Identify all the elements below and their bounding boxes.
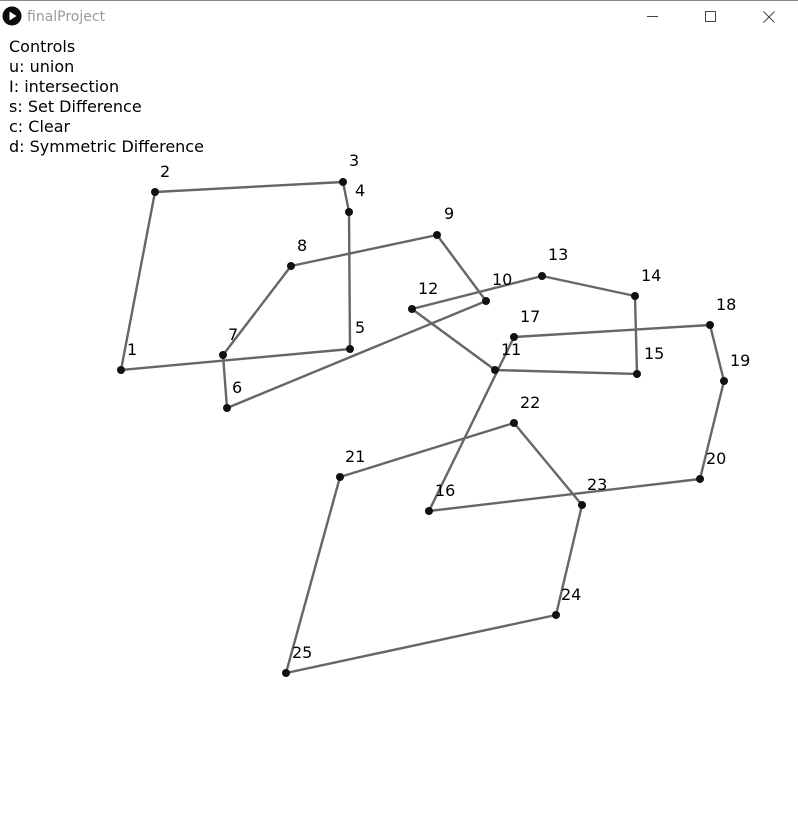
- vertex-14[interactable]: [631, 292, 639, 300]
- vertex-25[interactable]: [282, 669, 290, 677]
- vertex-5[interactable]: [346, 345, 354, 353]
- controls-heading: Controls: [9, 37, 76, 56]
- vertex-label-12: 12: [418, 279, 438, 298]
- controls-legend: Controls u: union I: intersection s: Set…: [9, 37, 204, 157]
- vertex-21[interactable]: [336, 473, 344, 481]
- vertex-6[interactable]: [223, 404, 231, 412]
- vertex-23[interactable]: [578, 501, 586, 509]
- vertex-label-6: 6: [232, 378, 242, 397]
- vertex-9[interactable]: [433, 231, 441, 239]
- control-intersection: I: intersection: [9, 77, 120, 96]
- vertex-label-17: 17: [520, 307, 540, 326]
- polygon-2: [221, 233, 488, 410]
- vertex-18[interactable]: [706, 321, 714, 329]
- vertex-12[interactable]: [408, 305, 416, 313]
- control-set-difference: s: Set Difference: [9, 97, 142, 116]
- vertex-22[interactable]: [510, 419, 518, 427]
- vertex-7[interactable]: [219, 351, 227, 359]
- polygon-1: [119, 180, 352, 372]
- vertex-label-2: 2: [160, 162, 170, 181]
- close-button[interactable]: [740, 1, 798, 32]
- vertex-24[interactable]: [552, 611, 560, 619]
- vertex-8[interactable]: [287, 262, 295, 270]
- play-icon: [2, 6, 22, 26]
- polygon-layer[interactable]: 1234567891011121314151617181920212223242…: [0, 32, 798, 831]
- vertex-label-21: 21: [345, 447, 365, 466]
- vertex-20[interactable]: [696, 475, 704, 483]
- polygon-5: [284, 421, 584, 675]
- control-union: u: union: [9, 57, 75, 76]
- vertex-label-24: 24: [561, 585, 581, 604]
- vertex-3[interactable]: [339, 178, 347, 186]
- polygon-4: [427, 323, 726, 513]
- vertex-1[interactable]: [117, 366, 125, 374]
- vertex-label-19: 19: [730, 351, 750, 370]
- vertex-label-25: 25: [292, 643, 312, 662]
- vertex-label-13: 13: [548, 245, 568, 264]
- vertex-label-10: 10: [492, 270, 512, 289]
- vertex-label-5: 5: [355, 318, 365, 337]
- vertex-label-23: 23: [587, 475, 607, 494]
- maximize-icon: [705, 11, 716, 22]
- vertex-label-22: 22: [520, 393, 540, 412]
- control-clear: c: Clear: [9, 117, 71, 136]
- close-icon: [763, 11, 775, 23]
- minimize-icon: [647, 16, 658, 17]
- vertex-11[interactable]: [491, 366, 499, 374]
- drawing-canvas[interactable]: Controls u: union I: intersection s: Set…: [0, 32, 798, 831]
- vertex-label-15: 15: [644, 344, 664, 363]
- vertex-label-3: 3: [349, 151, 359, 170]
- window-title: finalProject: [27, 9, 106, 25]
- polygon-3: [410, 274, 639, 376]
- vertex-label-16: 16: [435, 481, 455, 500]
- vertex-4[interactable]: [345, 208, 353, 216]
- vertex-17[interactable]: [510, 333, 518, 341]
- minimize-button[interactable]: [624, 1, 682, 32]
- vertex-label-1: 1: [127, 340, 137, 359]
- maximize-button[interactable]: [682, 1, 740, 32]
- vertex-13[interactable]: [538, 272, 546, 280]
- control-symmetric-difference: d: Symmetric Difference: [9, 137, 204, 156]
- vertex-label-14: 14: [641, 266, 661, 285]
- vertex-19[interactable]: [720, 377, 728, 385]
- polygon-edges: [119, 180, 726, 675]
- vertex-label-7: 7: [228, 325, 238, 344]
- vertex-label-20: 20: [706, 449, 726, 468]
- vertex-label-4: 4: [355, 181, 365, 200]
- vertex-10[interactable]: [482, 297, 490, 305]
- vertex-label-9: 9: [444, 204, 454, 223]
- title-bar[interactable]: finalProject: [0, 1, 798, 32]
- vertex-label-8: 8: [297, 236, 307, 255]
- vertex-label-11: 11: [501, 340, 521, 359]
- vertex-15[interactable]: [633, 370, 641, 378]
- vertex-label-18: 18: [716, 295, 736, 314]
- vertex-2[interactable]: [151, 188, 159, 196]
- vertex-16[interactable]: [425, 507, 433, 515]
